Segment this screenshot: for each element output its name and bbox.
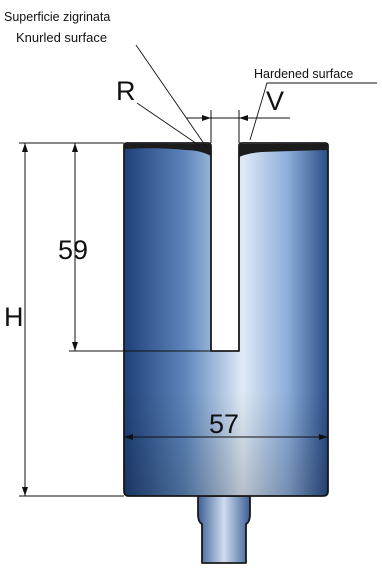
- radius-leader: [136, 102, 201, 147]
- depth-arrow-top: [72, 143, 78, 152]
- v-arrow-left: [202, 115, 211, 121]
- die-body-shade: [124, 143, 328, 496]
- v-label: V: [266, 86, 284, 116]
- knurled-label-en: Knurled surface: [16, 30, 107, 45]
- knurled-surface-band: [124, 144, 211, 156]
- height-label: H: [4, 302, 24, 332]
- hardened-leader: [249, 82, 377, 141]
- height-arrow-bottom: [22, 487, 28, 496]
- die-shank: [197, 495, 251, 564]
- depth-label: 59: [58, 235, 88, 265]
- width-label: 57: [209, 409, 239, 439]
- height-arrow-top: [22, 143, 28, 152]
- depth-arrow-bottom: [72, 342, 78, 351]
- knurled-leader: [135, 44, 208, 149]
- hardened-label: Hardened surface: [254, 67, 353, 81]
- width-arrow-right: [319, 434, 328, 440]
- width-arrow-left: [124, 434, 133, 440]
- hardened-surface-band: [239, 144, 328, 157]
- knurled-label-it: Superficie zigrinata: [4, 10, 110, 24]
- v-arrow-right: [239, 115, 248, 121]
- radius-label: R: [116, 76, 136, 106]
